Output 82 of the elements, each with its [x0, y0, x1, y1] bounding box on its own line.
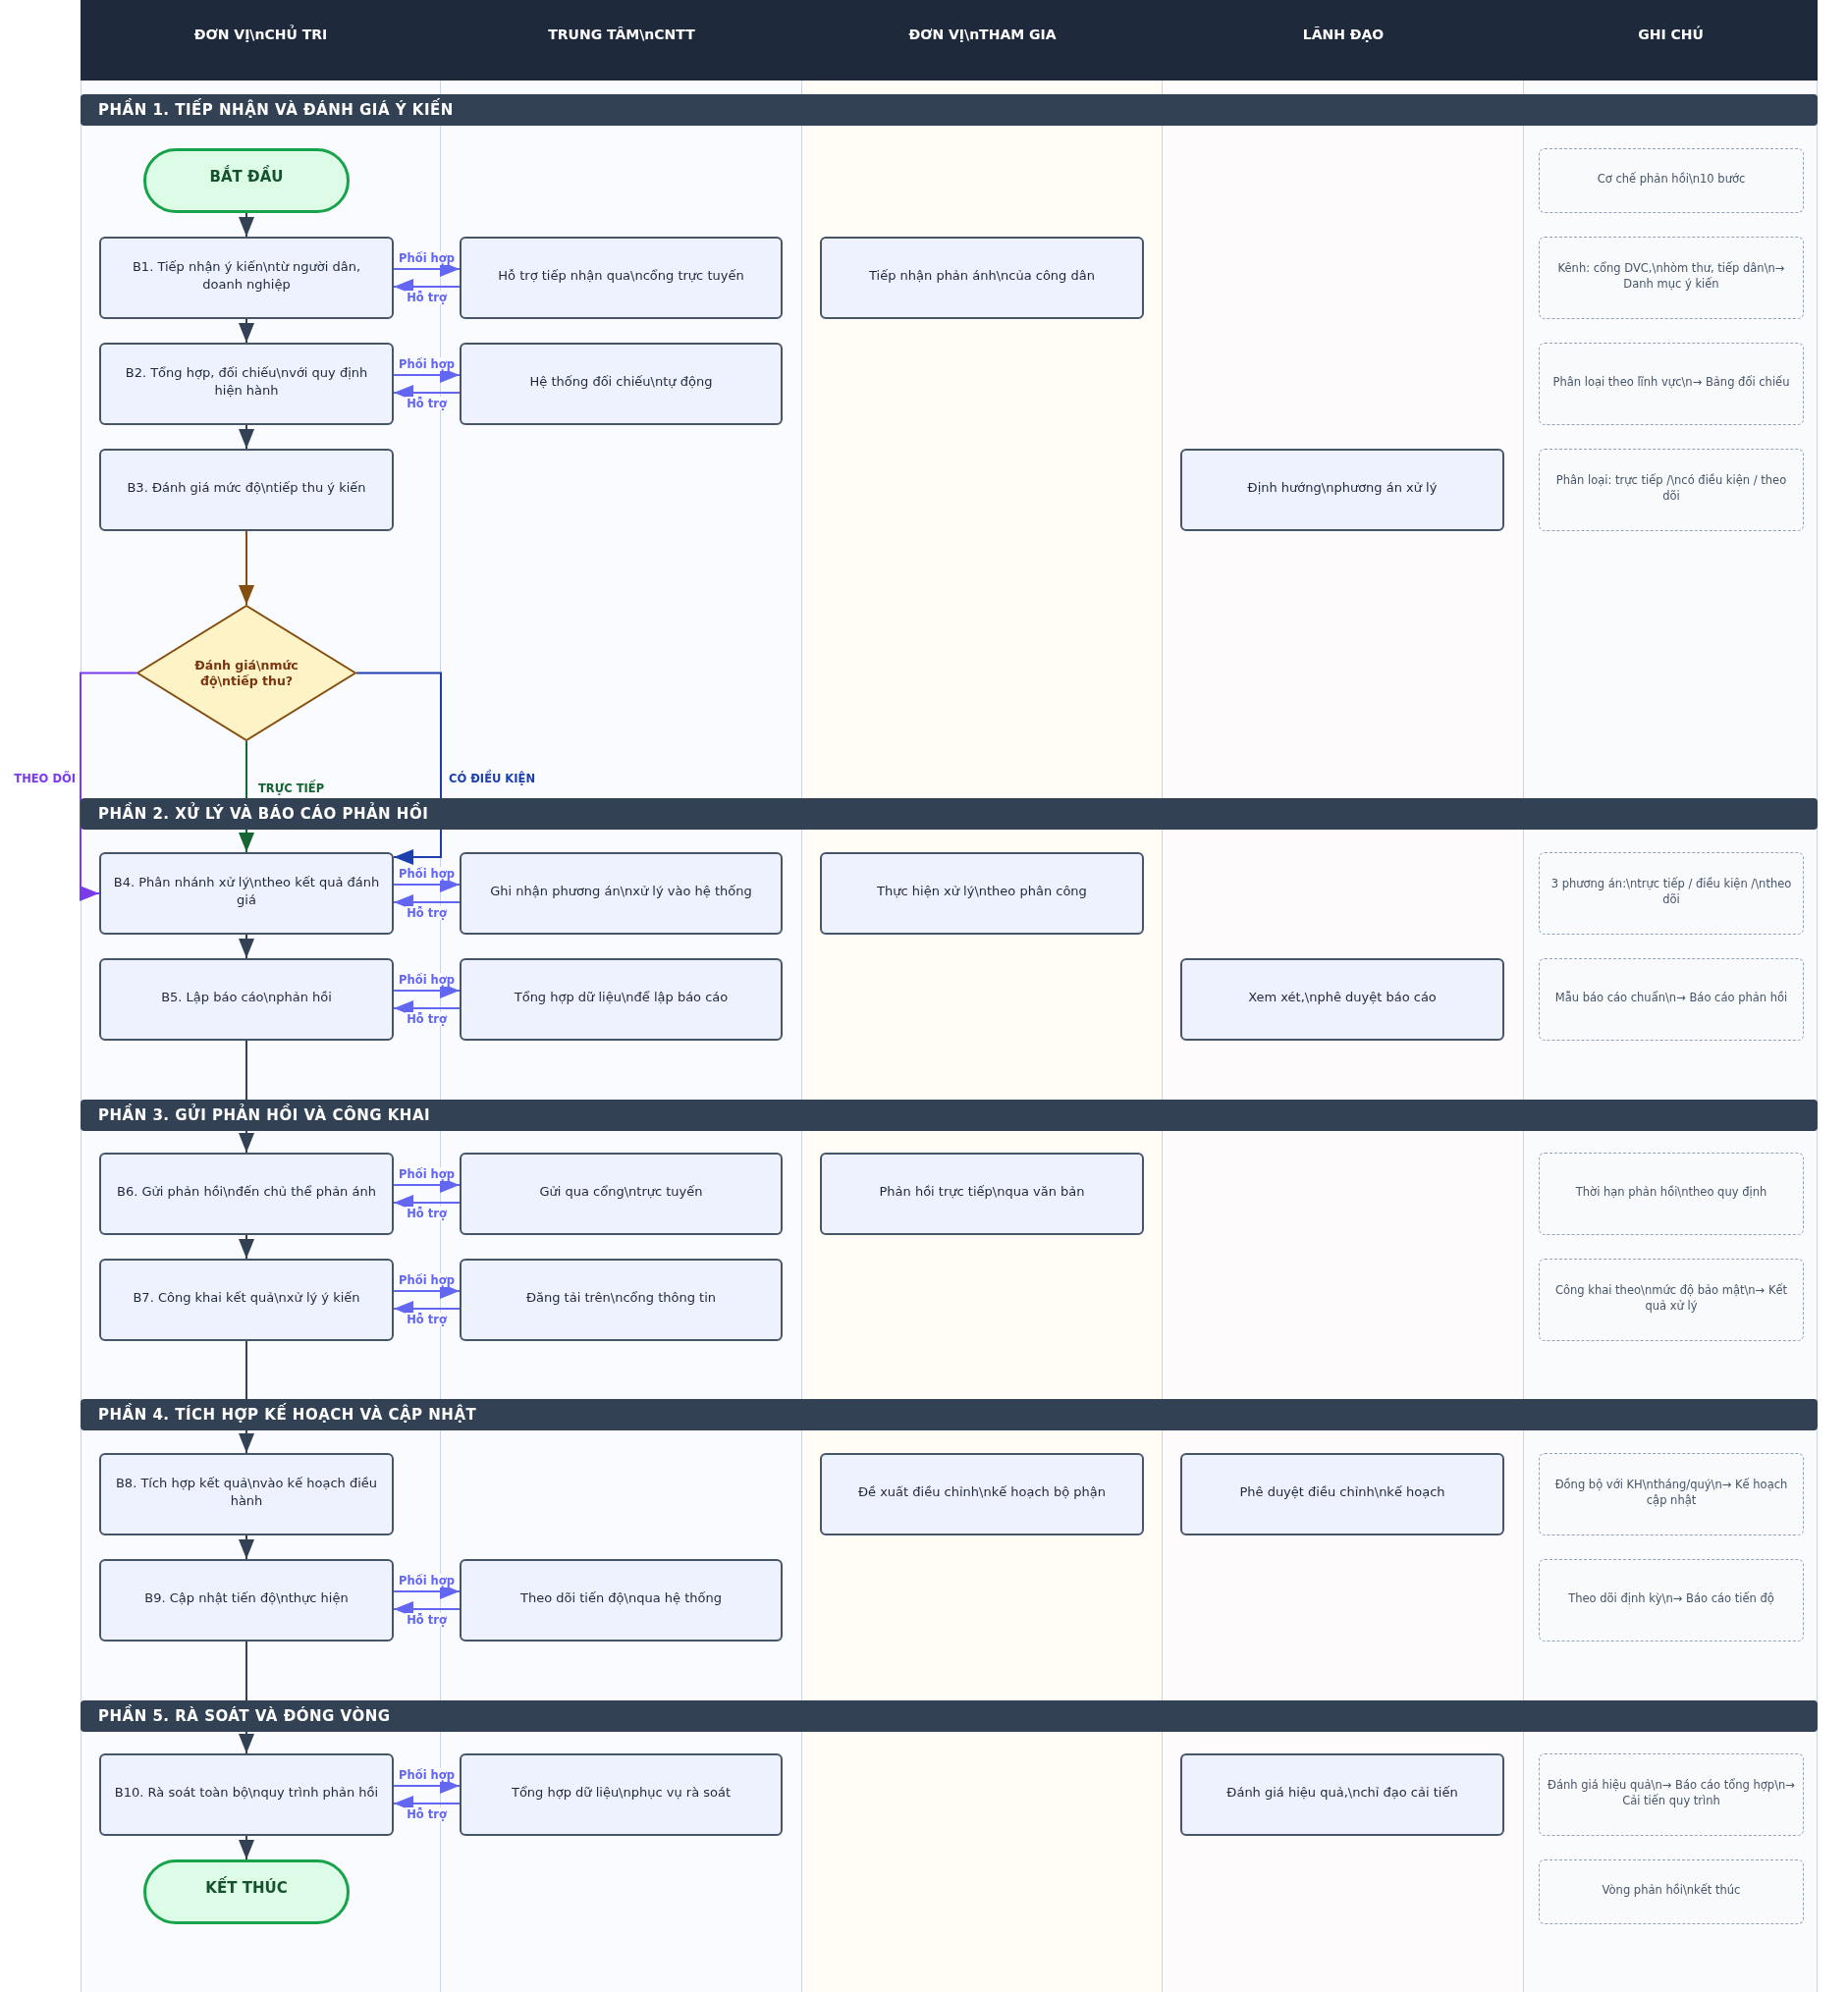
arrow	[239, 934, 254, 959]
arrow	[239, 1534, 254, 1560]
note-box: Công khai theo\nmức độ bảo mật\n→ Kết quả xử lý	[1539, 1259, 1804, 1341]
process-box: B10. Rà soát toàn bộ\nquy trình phản hồi	[99, 1753, 394, 1836]
note-box: Thời hạn phản hồi\ntheo quy định	[1539, 1153, 1804, 1235]
note-box: Phân loại theo lĩnh vực\n→ Bảng đối chiếu	[1539, 343, 1804, 425]
edge-label: Hỗ trợ	[405, 397, 449, 410]
arrow	[80, 672, 137, 901]
start-terminal: BẮT ĐẦU	[143, 148, 350, 213]
note-box: Phân loại: trực tiếp /\ncó điều kiện / theo dõi	[1539, 449, 1804, 531]
process-box: B5. Lập báo cáo\nphản hồi	[99, 958, 394, 1041]
note-box: Kênh: cổng DVC,\nhòm thư, tiếp dân\n→ Danh mục ý kiến	[1539, 237, 1804, 319]
edge-label: Phối hợp	[397, 1574, 457, 1588]
lane-header: GHI CHÚ	[1524, 0, 1818, 81]
process-box: Theo dõi tiến độ\nqua hệ thống	[460, 1559, 783, 1642]
lane-header: ĐƠN VỊ\nTHAM GIA	[802, 0, 1163, 81]
arrow	[239, 424, 254, 450]
process-box: B7. Công khai kết quả\nxử lý ý kiến	[99, 1259, 394, 1341]
lane-header: TRUNG TÂM\nCNTT	[441, 0, 802, 81]
process-box: Đánh giá hiệu quả,\nchỉ đạo cải tiến	[1180, 1753, 1504, 1836]
edge-label: Hỗ trợ	[405, 1313, 449, 1326]
process-box: B8. Tích hợp kết quả\nvào kế hoạch điều hành	[99, 1453, 394, 1535]
edge-label: Hỗ trợ	[405, 1012, 449, 1026]
arrow	[239, 318, 254, 344]
note-box: Cơ chế phản hồi\n10 bước	[1539, 148, 1804, 213]
swimlane	[1524, 0, 1818, 1992]
arrow	[239, 530, 254, 606]
swimlane	[802, 0, 1163, 1992]
arrow	[239, 1234, 254, 1260]
process-box: B3. Đánh giá mức độ\ntiếp thu ý kiến	[99, 449, 394, 531]
process-box: B1. Tiếp nhận ý kiến\ntừ người dân, doanh nghiệp	[99, 237, 394, 319]
section-header: PHẦN 2. XỬ LÝ VÀ BÁO CÁO PHẢN HỒI	[81, 798, 1818, 830]
edge-label: Hỗ trợ	[405, 906, 449, 920]
process-box: B2. Tổng hợp, đối chiếu\nvới quy định hiện hành	[99, 343, 394, 425]
process-box: B6. Gửi phản hồi\nđến chủ thể phản ánh	[99, 1153, 394, 1235]
process-box: Phê duyệt điều chỉnh\nkế hoạch	[1180, 1453, 1504, 1535]
edge-label: Phối hợp	[397, 1768, 457, 1782]
process-box: Phản hồi trực tiếp\nqua văn bản	[820, 1153, 1144, 1235]
lane-header: LÃNH ĐẠO	[1163, 0, 1524, 81]
process-box: Đề xuất điều chỉnh\nkế hoạch bộ phận	[820, 1453, 1144, 1535]
swimlane	[1163, 0, 1524, 1992]
note-box: 3 phương án:\ntrực tiếp / điều kiện /\ntheo dõi	[1539, 852, 1804, 935]
process-box: Gửi qua cổng\ntrực tuyến	[460, 1153, 783, 1235]
note-box: Mẫu báo cáo chuẩn\n→ Báo cáo phản hồi	[1539, 958, 1804, 1041]
edge-label: Phối hợp	[397, 973, 457, 987]
edge-label: TRỰC TIẾP	[256, 781, 327, 795]
section-header: PHẦN 1. TIẾP NHẬN VÀ ĐÁNH GIÁ Ý KIẾN	[81, 94, 1818, 126]
arrow	[355, 672, 442, 865]
process-box: Tiếp nhận phản ánh\ncủa công dân	[820, 237, 1144, 319]
process-box: Đăng tải trên\ncổng thông tin	[460, 1259, 783, 1341]
section-header: PHẦN 3. GỬI PHẢN HỒI VÀ CÔNG KHAI	[81, 1100, 1818, 1131]
edge-label: THEO DÕI	[12, 772, 78, 785]
edge-label: Phối hợp	[397, 251, 457, 265]
edge-label: Hỗ trợ	[405, 291, 449, 304]
edge-label: Hỗ trợ	[405, 1207, 449, 1220]
edge-label: Phối hợp	[397, 1167, 457, 1181]
edge-label: Hỗ trợ	[405, 1807, 449, 1821]
section-header: PHẦN 5. RÀ SOÁT VÀ ĐÓNG VÒNG	[81, 1700, 1818, 1732]
process-box: Xem xét,\nphê duyệt báo cáo	[1180, 958, 1504, 1041]
note-box: Đồng bộ với KH\ntháng/quý\n→ Kế hoạch cập nhật	[1539, 1453, 1804, 1535]
arrow	[239, 1835, 254, 1860]
process-box: Ghi nhận phương án\nxử lý vào hệ thống	[460, 852, 783, 935]
edge-label: Phối hợp	[397, 357, 457, 371]
process-box: Hệ thống đối chiếu\ntự động	[460, 343, 783, 425]
section-header: PHẦN 4. TÍCH HỢP KẾ HOẠCH VÀ CẬP NHẬT	[81, 1399, 1818, 1430]
process-box: Tổng hợp dữ liệu\nphục vụ rà soát	[460, 1753, 783, 1836]
end-terminal: KẾT THÚC	[143, 1859, 350, 1924]
edge-label: Hỗ trợ	[405, 1613, 449, 1627]
edge-label: Phối hợp	[397, 1273, 457, 1287]
note-box: Vòng phản hồi\nkết thúc	[1539, 1859, 1804, 1924]
decision-diamond: Đánh giá\nmức độ\ntiếp thu?	[136, 605, 356, 741]
process-box: B4. Phân nhánh xử lý\ntheo kết quả đánh giá	[99, 852, 394, 935]
note-box: Đánh giá hiệu quả\n→ Báo cáo tổng hợp\n→ Cải tiến quy trình	[1539, 1753, 1804, 1836]
process-box: Thực hiện xử lý\ntheo phân công	[820, 852, 1144, 935]
note-box: Theo dõi định kỳ\n→ Báo cáo tiến độ	[1539, 1559, 1804, 1642]
process-box: Hỗ trợ tiếp nhận qua\ncổng trực tuyến	[460, 237, 783, 319]
process-box: Tổng hợp dữ liệu\nđể lập báo cáo	[460, 958, 783, 1041]
arrow	[239, 212, 254, 238]
edge-label: Phối hợp	[397, 867, 457, 881]
lane-header: ĐƠN VỊ\nCHỦ TRI	[81, 0, 441, 81]
process-box: B9. Cập nhật tiến độ\nthực hiện	[99, 1559, 394, 1642]
process-box: Định hướng\nphương án xử lý	[1180, 449, 1504, 531]
